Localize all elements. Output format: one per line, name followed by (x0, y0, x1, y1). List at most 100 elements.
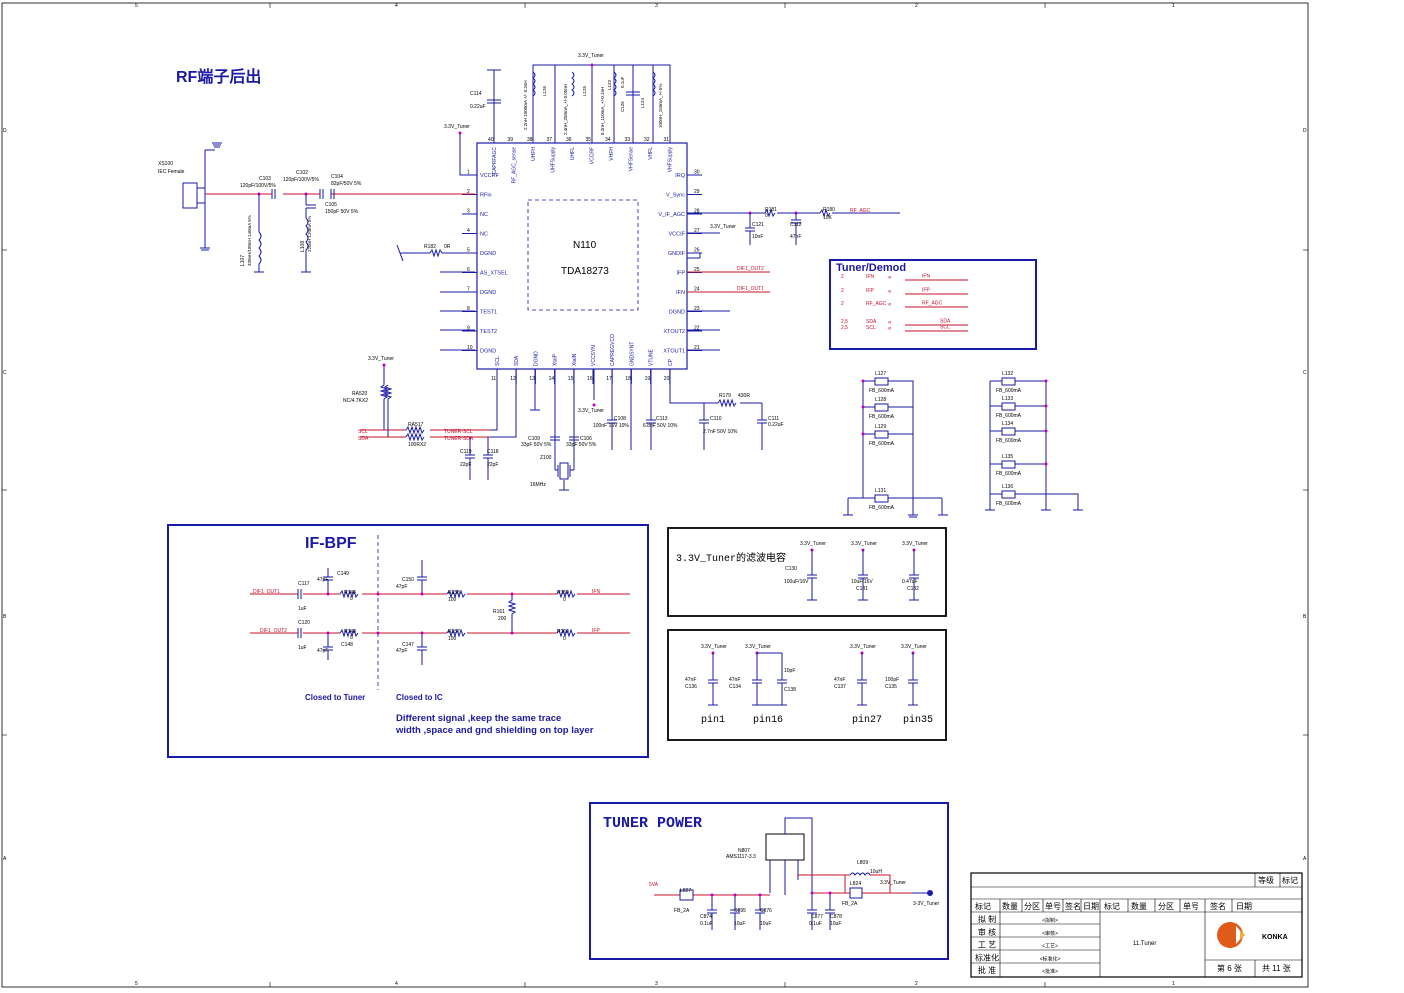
chip-pin-num: 24 (694, 287, 700, 293)
c148-val: 47pF (317, 648, 328, 654)
c111-val: 0.22uF (768, 422, 784, 428)
bead-value: FB_600mA (869, 441, 895, 447)
n807-ref: N807 (738, 848, 750, 854)
l126-val: 2.2nH 1000mA +/- 0.2nH (523, 80, 528, 130)
chip-pin-name: AS_XTSEL (480, 271, 508, 277)
tb-row-label: 拟 制 (978, 914, 996, 924)
tb-row-value: <工艺> (1042, 944, 1058, 950)
chip-pin-num: 2 (467, 189, 470, 195)
chip-pin-name: IRQ (675, 173, 686, 179)
chip-pin-num: 17 (606, 376, 612, 382)
chip-pin-num: 22 (694, 326, 700, 332)
bead-ref: L127 (875, 371, 886, 377)
frame-side-a: A (3, 856, 7, 862)
chip-pin-name: IFP (676, 271, 685, 277)
pin-cap-ref: C135 (885, 684, 897, 690)
bead-ref: L131 (875, 488, 886, 494)
chip-ref: N110 (573, 240, 597, 251)
tb-header: 分区 (1158, 902, 1174, 911)
frame-tick-5b: 5 (135, 981, 138, 987)
frame-side-d2: D (1303, 128, 1307, 134)
l824-val: FB_2A (842, 901, 858, 907)
sda-net: SDA (358, 436, 369, 442)
c895-val: 10uF (734, 921, 745, 927)
bead-ref: L128 (875, 397, 886, 403)
r159-ref: R159 (557, 590, 569, 596)
pin-cap-ref: C138 (784, 687, 796, 693)
chip-pin-name: VHFSupply (668, 147, 674, 173)
pin-cap-value: 47nF (729, 677, 740, 683)
ifbpf-note4: width ,space and gnd shielding on top la… (395, 725, 594, 736)
c103-val: 120pF/100V/5% (240, 183, 276, 189)
r159-val: 0 (563, 597, 566, 603)
demod-row-net: IFP (922, 288, 930, 294)
chip-pins: 1VCCRF2RFin3NC4NC5DGND6AS_XTSEL7DGND8TES… (462, 137, 702, 384)
pin-cap-value: 47nF (834, 677, 845, 683)
bead-value: FB_600mA (996, 471, 1022, 477)
tb-row-value: <批准> (1042, 968, 1058, 975)
r181-ref: R181 (765, 207, 777, 213)
c104-ref: C104 (331, 174, 343, 180)
c108-val: 100nF 16V 10% (593, 423, 629, 429)
bead-value: FB_600mA (869, 505, 895, 511)
chip-pin-num: 23 (694, 306, 700, 312)
chip-pin-num: 6 (467, 267, 470, 273)
ifbpf-title: IF-BPF (305, 535, 357, 552)
demod-row-num: 2 (841, 288, 844, 294)
c109-ref: C109 (528, 436, 540, 442)
c103-ref: C103 (259, 176, 271, 182)
c121-val: 10nF (752, 234, 763, 240)
l126-ref: L126 (542, 85, 547, 96)
chip-pin-num: 30 (694, 170, 700, 176)
chip-pin-name: SDA (514, 355, 520, 366)
c106-val: 33pF 50V 5% (566, 442, 597, 448)
chip-pin-num: 9 (467, 326, 470, 332)
chip-pin-name: VCCSYN (591, 345, 597, 366)
chip-pin-num: 14 (549, 376, 555, 382)
z100-ref: Z100 (540, 455, 552, 461)
ra517-val: 100RX2 (408, 442, 426, 448)
chip-pin-name: VTUNE (649, 348, 655, 366)
demod-row-net: IFN (922, 274, 930, 280)
c108-ref: C108 (614, 416, 626, 422)
chip-pin-name: VHFSense (629, 147, 635, 171)
chip-pin-name: IFN (676, 290, 685, 296)
r158-val: 100 (448, 597, 457, 603)
demod-row-num: 2,5 (841, 319, 848, 325)
chip-pin-name: RFin (480, 193, 492, 199)
frame-side-c2: C (1303, 370, 1307, 376)
demod-title: Tuner/Demod (836, 262, 906, 274)
chip-pin-name: RF_AGC_sense (512, 147, 518, 184)
chip-pin-name: DGND (480, 251, 496, 257)
frame-side-d: D (3, 128, 7, 134)
c105-val: 150pF 50V 5% (325, 209, 359, 215)
bead-ref: L132 (1002, 371, 1013, 377)
l108-ref: L108 (300, 241, 306, 252)
chip-pin-name: VHFH (609, 147, 615, 161)
frame-tick-4: 4 (395, 3, 398, 9)
l123-val: 8.2nH_110mA_+/-0.1nH (600, 87, 605, 135)
ifbpf-box: IF-BPF DIF1_OUT1 DIF1_OUT2 IFN IFP C117 … (167, 524, 649, 758)
konka-logo-text: KONKA (1262, 934, 1288, 941)
chip-part: TDA18273 (561, 266, 609, 277)
bead-value: FB_600mA (996, 388, 1022, 394)
chip-pin-num: 33 (625, 137, 631, 143)
pin-label: pin1 (701, 714, 725, 726)
chip-pin-name: VHFL (648, 147, 654, 160)
r179-ref: R179 (719, 393, 731, 399)
c114-ref: C114 (470, 91, 482, 97)
pin-box (667, 629, 947, 741)
filter-cap-ref: C132 (907, 586, 919, 592)
chip-pin-num: 10 (467, 345, 473, 351)
chip-pin-name: NC (480, 212, 488, 218)
demod-row-name: IFP (866, 288, 874, 294)
bead-ref: L134 (1002, 421, 1013, 427)
pin-label: pin35 (903, 714, 933, 726)
tb-grade: 等级 (1258, 875, 1274, 885)
l125-val: 2.4nH_250mA_+/-0.05nH (563, 84, 568, 135)
tb-mark: 标记 (1282, 875, 1298, 885)
ra520-tuner-net: 3.3V_Tuner (368, 356, 394, 362)
c102-val: 120pF/100V/5% (283, 177, 319, 183)
tb-header: 数量 (1131, 901, 1147, 911)
c874-ref: C874 (700, 914, 712, 920)
